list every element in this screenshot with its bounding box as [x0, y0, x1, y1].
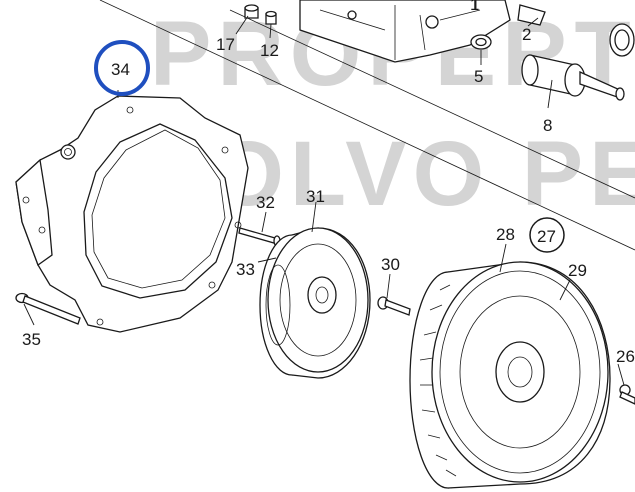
callout-5: 5: [474, 67, 483, 86]
shaft-assembly-8: [521, 54, 625, 101]
callout-26: 26: [616, 347, 635, 366]
callout-1: 1: [470, 0, 479, 14]
flywheel-housing-34: [15, 95, 249, 333]
highlight-circle-34: [94, 40, 150, 96]
engine-block-fragment: [299, 0, 511, 63]
fitting-2: [517, 4, 546, 26]
seal-5: [470, 34, 492, 50]
bolt-26: [619, 384, 635, 405]
callout-30: 30: [381, 255, 400, 274]
callout-29: 29: [568, 261, 587, 280]
flywheel-28-29: [409, 261, 611, 489]
callout-27: 27: [537, 227, 556, 246]
callout-labels: 17 12 5 2 1 8 34 32 31 33 30 28 27 29 35…: [22, 0, 635, 366]
callout-34: 34: [111, 60, 130, 79]
callout-8: 8: [543, 116, 552, 135]
circle-27: [529, 217, 565, 253]
callout-32: 32: [256, 193, 275, 212]
section-divider-line-2: [229, 9, 635, 199]
callout-12: 12: [260, 41, 279, 60]
callout-2: 2: [522, 25, 531, 44]
bolt-30: [377, 296, 411, 316]
bolt-32: [238, 227, 281, 247]
seal-top-right: [609, 23, 635, 57]
bolt-12: [265, 10, 277, 25]
leader-lines: [23, 0, 625, 386]
section-divider-line: [99, 0, 635, 251]
callout-35: 35: [22, 330, 41, 349]
bolt-35: [15, 292, 81, 325]
callout-28: 28: [496, 225, 515, 244]
callout-33: 33: [236, 260, 255, 279]
flexplate-31: [259, 227, 371, 379]
callout-17: 17: [216, 35, 235, 54]
callout-31: 31: [306, 187, 325, 206]
bolt-17: [244, 4, 259, 19]
